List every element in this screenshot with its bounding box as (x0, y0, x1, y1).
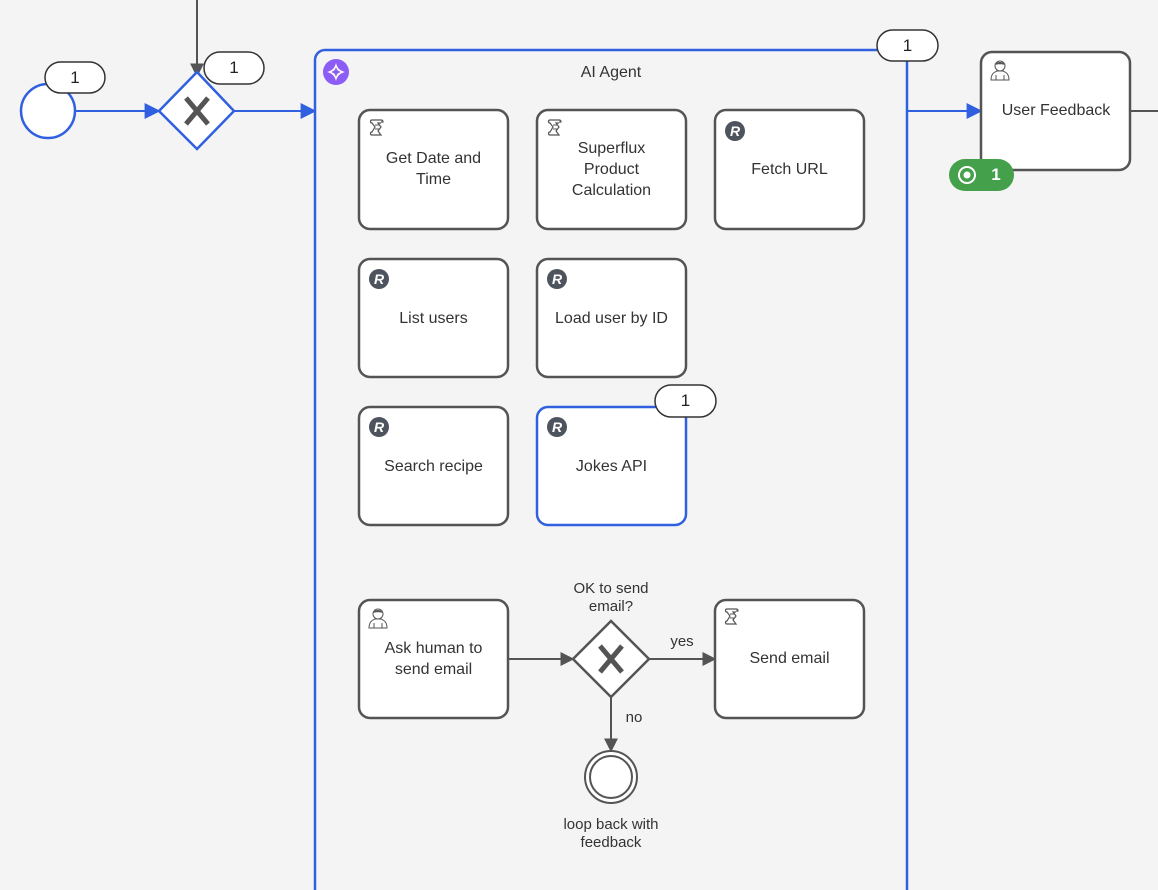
start-event-count-badge (44, 61, 106, 94)
rest-icon (547, 269, 567, 289)
rest-icon (725, 121, 745, 141)
task-user-feedback[interactable] (979, 50, 1132, 172)
task-ask-human-to-send-email[interactable] (357, 598, 510, 720)
task-jokes-api[interactable] (535, 405, 688, 527)
task-superflux-product-calculation[interactable] (535, 108, 688, 231)
radio-icon (958, 166, 976, 184)
task-list-users[interactable] (357, 257, 510, 379)
task-send-email[interactable] (713, 598, 866, 720)
task-search-recipe[interactable] (357, 405, 510, 527)
token-badge[interactable] (949, 159, 1014, 191)
intermediate-end-event[interactable] (584, 750, 638, 804)
x-icon (184, 96, 210, 126)
subprocess-count-badge (876, 29, 939, 62)
rest-icon (369, 417, 389, 437)
gateway-count-badge (203, 51, 265, 85)
task-load-user-by-id[interactable] (535, 257, 688, 379)
jokes-api-count-badge (654, 384, 717, 418)
x-icon (598, 644, 624, 674)
sparkle-icon (323, 59, 349, 85)
task-fetch-url[interactable] (713, 108, 866, 231)
rest-icon (369, 269, 389, 289)
task-get-date-and-time[interactable] (357, 108, 510, 231)
rest-icon (547, 417, 567, 437)
